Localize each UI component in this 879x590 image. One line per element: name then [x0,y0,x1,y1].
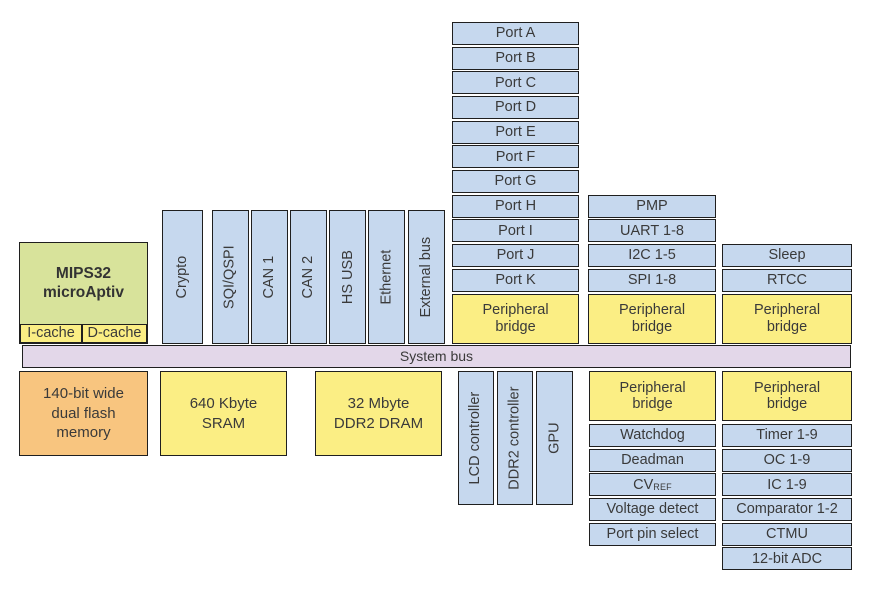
can2-block: CAN 2 [289,210,327,344]
pmp-block: PMP [588,194,716,218]
peripheral-bridge-block: Peripheral bridge [588,293,716,344]
io-port-block: Port H [452,194,579,218]
timer-block: Timer 1-9 [722,424,852,448]
sqi-qspi-block: SQI/QSPI [211,210,249,344]
voltage-detect-block: Voltage detect [589,498,716,522]
comparator-block: Comparator 1-2 [722,498,852,522]
io-port-block: Port G [452,169,579,194]
dcache-block: D-cache [82,323,147,343]
uart-block: UART 1-8 [588,219,716,243]
external-bus-block: External bus [407,210,445,344]
io-port-block: Port K [452,268,579,292]
can1-block: CAN 1 [250,210,288,344]
rtcc-block: RTCC [722,268,852,292]
oc-block: OC 1-9 [722,448,852,472]
io-port-block: Port F [452,145,579,169]
mips-core-block: MIPS32 microAptiv I-cache D-cache [19,242,148,344]
adc-block: 12-bit ADC [722,547,852,571]
peripheral-bridge-block: Peripheral bridge [452,293,579,344]
port-pin-select-block: Port pin select [589,522,716,546]
peripheral-bridge-block: Peripheral bridge [722,293,852,344]
lcd-controller-block: LCD controller [458,371,494,505]
deadman-block: Deadman [589,448,716,472]
i2c-block: I2C 1-5 [588,243,716,268]
io-port-block: Port D [452,96,579,120]
mips-core-title: MIPS32 microAptiv [43,264,124,302]
ic-block: IC 1-9 [722,473,852,497]
io-port-block: Port I [452,219,579,243]
sram-block: 640 Kbyte SRAM [160,371,287,456]
crypto-block: Crypto [162,210,203,344]
hs-usb-block: HS USB [329,210,367,344]
peripheral-bridge-block: Peripheral bridge [589,371,716,421]
system-bus: System bus [22,345,851,368]
io-port-block: Port J [452,243,579,268]
sleep-block: Sleep [722,243,852,268]
spi-block: SPI 1-8 [588,268,716,292]
watchdog-block: Watchdog [589,424,716,448]
io-port-block: Port C [452,71,579,95]
ctmu-block: CTMU [722,522,852,546]
gpu-block: GPU [536,371,573,505]
peripheral-bridge-block: Peripheral bridge [722,371,852,421]
io-port-block: Port A [452,22,579,46]
ethernet-block: Ethernet [368,210,406,344]
flash-memory-block: 140-bit wide dual flash memory [19,371,148,456]
ddr2-dram-block: 32 Mbyte DDR2 DRAM [315,371,442,456]
io-port-block: Port B [452,46,579,70]
io-port-block: Port E [452,120,579,144]
icache-block: I-cache [20,323,82,343]
ddr2-controller-block: DDR2 controller [497,371,533,505]
cache-row: I-cache D-cache [20,323,147,343]
